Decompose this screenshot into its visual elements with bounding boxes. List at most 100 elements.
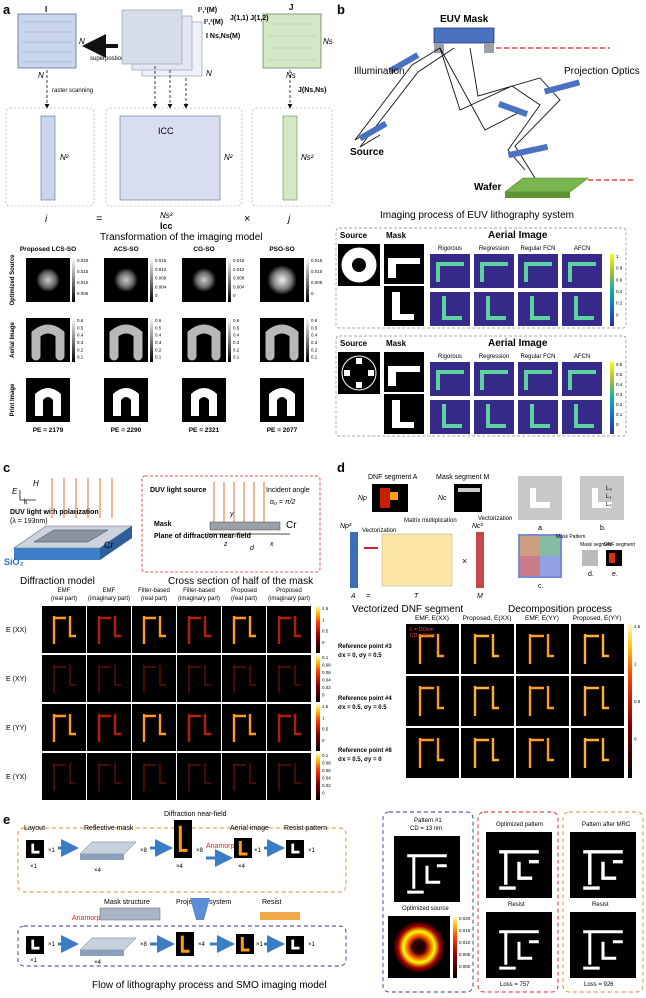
b-mask-shape	[388, 366, 420, 386]
c-lambda-label: (λ = 193nm)	[10, 518, 48, 525]
d-field-cell	[571, 676, 624, 726]
b-aerial-feature	[574, 404, 594, 428]
c-field-cell	[42, 753, 86, 800]
aerial-colorbar	[228, 318, 231, 362]
d-np2-label: Np²	[340, 523, 352, 530]
d-decomp-a-shape	[530, 488, 550, 508]
e-layout-icon	[26, 936, 44, 954]
source-tick: 0.010	[311, 269, 323, 274]
c-colorbar-tick: 0.1	[322, 753, 329, 758]
source-tick: 0.004	[233, 284, 245, 289]
illum-mirror	[388, 52, 420, 74]
source-tick: 0.008	[155, 276, 167, 281]
proj-mirror-1	[543, 79, 581, 95]
source-tick: 0	[155, 293, 158, 298]
source-tick: 0.008	[233, 276, 245, 281]
d-field-pattern	[583, 634, 609, 664]
e-mask-slab-edge	[80, 950, 124, 956]
label-I: I	[45, 5, 47, 14]
d-vect1-label: Vectorization	[362, 528, 396, 534]
b-colorbar-tick: 0	[616, 422, 619, 427]
c-field-pattern	[98, 665, 121, 693]
d-colorbar-tick: 1.5	[634, 624, 641, 629]
pe-value: PE = 2179	[33, 427, 64, 434]
matrix-icc	[119, 115, 221, 201]
euv-mask-plate	[433, 27, 495, 44]
c-colorbar-tick: 0.04	[322, 678, 331, 683]
e-mrc-box	[562, 811, 644, 993]
d-ref-sigma: σx = 0, σy = 0.5	[338, 653, 382, 659]
e-mult: ×1	[308, 848, 316, 854]
e-opt-pattern-box	[477, 811, 559, 993]
c-field-cell	[177, 704, 221, 751]
b-source-header: Source	[340, 231, 368, 240]
aerial-tick: 0.5	[77, 325, 84, 330]
c-colorbar-tick: 1.5	[322, 606, 329, 611]
e-mask-struct-sketch	[99, 907, 161, 921]
c-colorbar-tick: 1.5	[322, 704, 329, 709]
aerial-tick: 0.1	[233, 355, 240, 360]
e-anam1-label: Anamorphic	[206, 843, 244, 850]
c-x-label: x	[269, 541, 274, 548]
e-layout-label: Layout	[24, 825, 45, 832]
b-source-pole	[344, 370, 350, 376]
b-aerial-feature	[530, 296, 550, 320]
b-aerial-feature	[486, 404, 506, 428]
e-layout-shape	[31, 939, 40, 950]
vector-j	[282, 115, 298, 201]
c-k-label: k	[24, 499, 28, 506]
box-j-vector	[251, 107, 333, 207]
e-mult: ×1	[48, 942, 56, 948]
c-row-label: E (XY)	[6, 676, 27, 683]
b-source-pole	[356, 358, 362, 364]
panel-e-letter: e	[3, 812, 10, 827]
c-e-label: E	[12, 487, 18, 496]
d-field-cell	[571, 624, 624, 674]
b-table-frame	[335, 335, 627, 437]
c-field-cell	[267, 753, 311, 800]
source-tick: 0.005	[77, 291, 89, 296]
e-source-tick: 0.000	[459, 964, 471, 969]
b-aerial-cell	[474, 400, 514, 434]
d-a-label: A	[350, 593, 356, 600]
c-cross-section-box	[141, 475, 321, 573]
c-field-pattern	[188, 763, 211, 791]
euv-mask-label: EUV Mask	[440, 14, 489, 25]
aerial-tick: 0.1	[155, 355, 162, 360]
c-field-pattern	[278, 665, 301, 693]
e-source-tick: 0.015	[459, 928, 471, 933]
d-ref-name: Reference point #3	[338, 644, 392, 650]
d-eq: =	[366, 591, 371, 600]
row-label: Aerial Image	[10, 321, 16, 357]
panel-a-letter: a	[3, 2, 11, 17]
e-source-ring	[393, 921, 445, 973]
b-colorbar	[610, 362, 614, 434]
method-title: CG-SO	[193, 246, 214, 253]
c-field-cell	[177, 753, 221, 800]
c-col-title: EMF	[58, 588, 71, 594]
c-field-cell	[177, 655, 221, 702]
c-field-pattern	[187, 714, 211, 742]
e-loss1-label: Loss = 757	[500, 982, 530, 988]
e-field-shape	[180, 935, 190, 953]
e-mask-slab-edge	[80, 854, 124, 860]
source-tick: 0	[311, 291, 314, 296]
c-col-title: Proposed	[276, 588, 302, 594]
c-incident-label: Incident angle	[266, 487, 310, 494]
b-source-pole	[356, 382, 362, 388]
e-source-tick: 0.010	[459, 940, 471, 945]
aerial-colorbar	[72, 318, 75, 362]
c-field-cell	[42, 606, 86, 653]
e-layout-icon	[286, 840, 304, 858]
e-pattern-lines	[583, 850, 623, 890]
d-ref-name: Reference point #4	[338, 696, 392, 702]
raster-label: raster scanning	[52, 88, 93, 94]
label-I12: I¹,²(M)	[204, 19, 223, 26]
d-T-label: T	[414, 593, 419, 600]
aerial-tick: 0.6	[311, 318, 318, 323]
label-N2-a: N²	[60, 153, 69, 162]
c-field-cell	[87, 655, 131, 702]
d-colorbar-tick: 0	[634, 737, 637, 742]
d-field-cell	[461, 728, 514, 778]
